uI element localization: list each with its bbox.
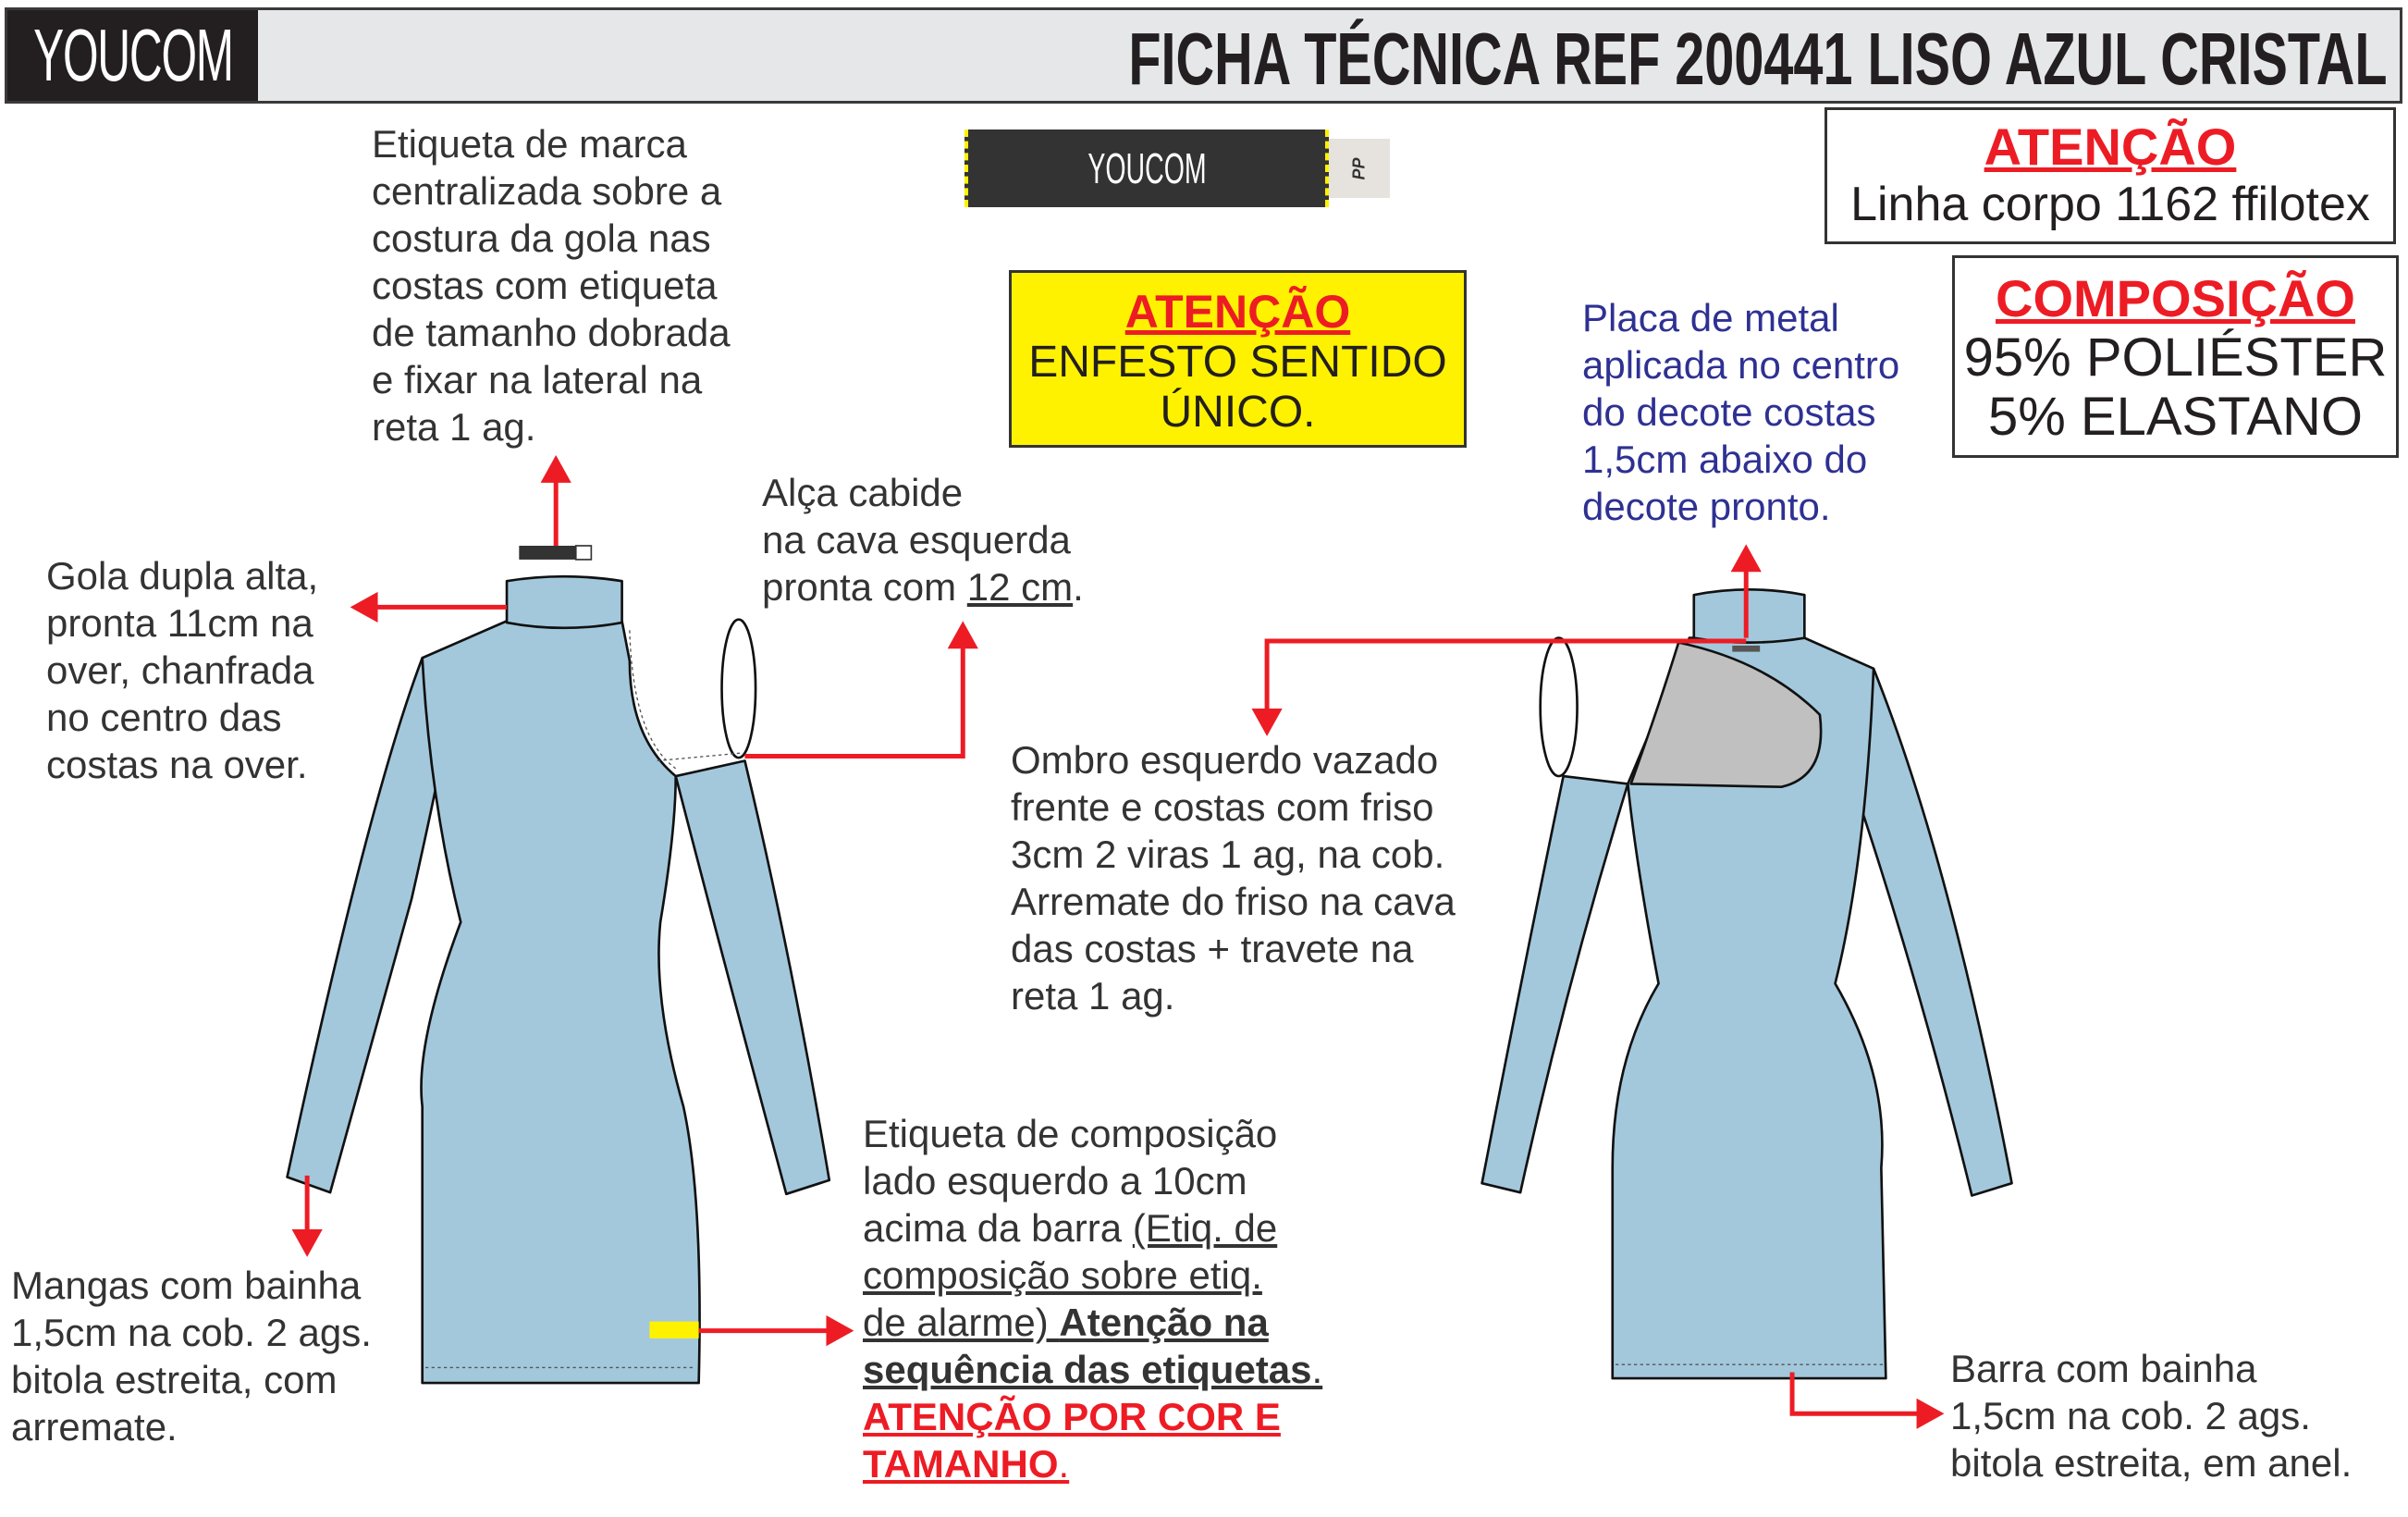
- brand-label-illustration: YOUCOM PP: [964, 130, 1394, 207]
- arrowhead-down-icon: [291, 1229, 323, 1257]
- arrow-hanger-loop: [744, 645, 965, 758]
- comp-text: Etiqueta de composição lado esquerdo a 1…: [863, 1112, 1278, 1250]
- back-cutout: [1629, 641, 1823, 789]
- composition-line2: 5% ELASTANO: [1987, 387, 2364, 447]
- front-hanger-loop: [720, 618, 757, 759]
- note-metal-plate: Placa de metal aplicada no centro do dec…: [1582, 296, 1900, 528]
- size-label: PP: [1329, 139, 1390, 198]
- back-collar: [1692, 587, 1806, 644]
- arrowhead-up-icon: [540, 455, 571, 483]
- header-bar: [5, 7, 2402, 104]
- arrow-shoulder: [1264, 638, 1747, 712]
- thread-heading: ATENÇÃO: [1984, 117, 2237, 176]
- brand-logo: YOUCOM: [7, 10, 258, 101]
- arrowhead-right-icon: [826, 1315, 854, 1347]
- brand-label-logo: YOUCOM: [1087, 144, 1207, 192]
- arrowhead-down-icon: [1251, 709, 1283, 736]
- comp-warning: ATENÇÃO POR COR E TAMANHO: [863, 1395, 1281, 1486]
- comp-text-bold: Atenção na sequência das etiquetas: [863, 1301, 1312, 1391]
- arrowhead-right-icon: [1916, 1398, 1945, 1429]
- arrow-hem: [1789, 1372, 1920, 1416]
- arrowhead-left-icon: [350, 591, 378, 623]
- comp-warning-period: .: [1058, 1442, 1070, 1486]
- note-composition-label: Etiqueta de composição lado esquerdo a 1…: [863, 1110, 1322, 1487]
- thread-line: Linha corpo 1162 ffilotex: [1850, 178, 2370, 231]
- note-collar: Gola dupla alta, pronta 11cm na over, ch…: [46, 554, 319, 786]
- front-right-sleeve: [674, 759, 831, 1196]
- back-body: [1611, 636, 1887, 1380]
- front-binding-stitch: [629, 630, 741, 770]
- front-collar: [505, 574, 623, 630]
- page-title: FICHA TÉCNICA REF 200441 LISO AZUL CRIST…: [1128, 18, 2388, 100]
- back-right-sleeve: [1857, 667, 2013, 1197]
- enfesto-line1: ENFESTO SENTIDO: [1028, 338, 1447, 387]
- enfesto-line2: ÚNICO.: [1160, 388, 1316, 437]
- composition-line1: 95% POLIÉSTER: [1963, 327, 2388, 388]
- comp-period: .: [1311, 1348, 1323, 1391]
- composition-label-mark: [649, 1321, 699, 1338]
- note-hem: Barra com bainha 1,5cm na cob. 2 ags. bi…: [1950, 1347, 2353, 1485]
- hanger-suffix: .: [1073, 565, 1084, 609]
- hanger-measure: 12 cm: [966, 565, 1074, 609]
- thread-notice: ATENÇÃO Linha corpo 1162 ffilotex: [1824, 107, 2396, 244]
- note-hanger-loop: Alça cabide na cava esquerda pronta com …: [762, 469, 1084, 610]
- metal-plate-mark: [1732, 645, 1761, 652]
- hanger-text: Alça cabide na cava esquerda pronta com: [762, 471, 1071, 609]
- brand-label-mark: [519, 545, 592, 560]
- composition-heading: COMPOSIÇÃO: [1996, 269, 2355, 327]
- enfesto-notice: ATENÇÃO ENFESTO SENTIDO ÚNICO.: [1009, 270, 1467, 448]
- back-hanger-loop: [1539, 636, 1579, 778]
- back-left-sleeve: [1480, 774, 1629, 1194]
- note-sleeves: Mangas com bainha 1,5cm na cob. 2 ags. b…: [11, 1264, 372, 1449]
- arrowhead-up-icon: [947, 621, 978, 649]
- front-body: [420, 620, 701, 1385]
- comp-text-underlined: (Etiq. de composição sobre etiq. de alar…: [863, 1206, 1278, 1344]
- note-shoulder: Ombro esquerdo vazado frente e costas co…: [1011, 738, 1456, 1018]
- enfesto-heading: ATENÇÃO: [1124, 286, 1351, 338]
- logo-text: YOUCOM: [32, 14, 234, 96]
- composition-box: COMPOSIÇÃO 95% POLIÉSTER 5% ELASTANO: [1952, 255, 2399, 458]
- arrowhead-up-icon: [1730, 544, 1762, 573]
- brand-label: YOUCOM: [964, 130, 1329, 207]
- note-brand-label: Etiqueta de marca centralizada sobre a c…: [372, 122, 731, 449]
- size-label-mark: [574, 545, 593, 561]
